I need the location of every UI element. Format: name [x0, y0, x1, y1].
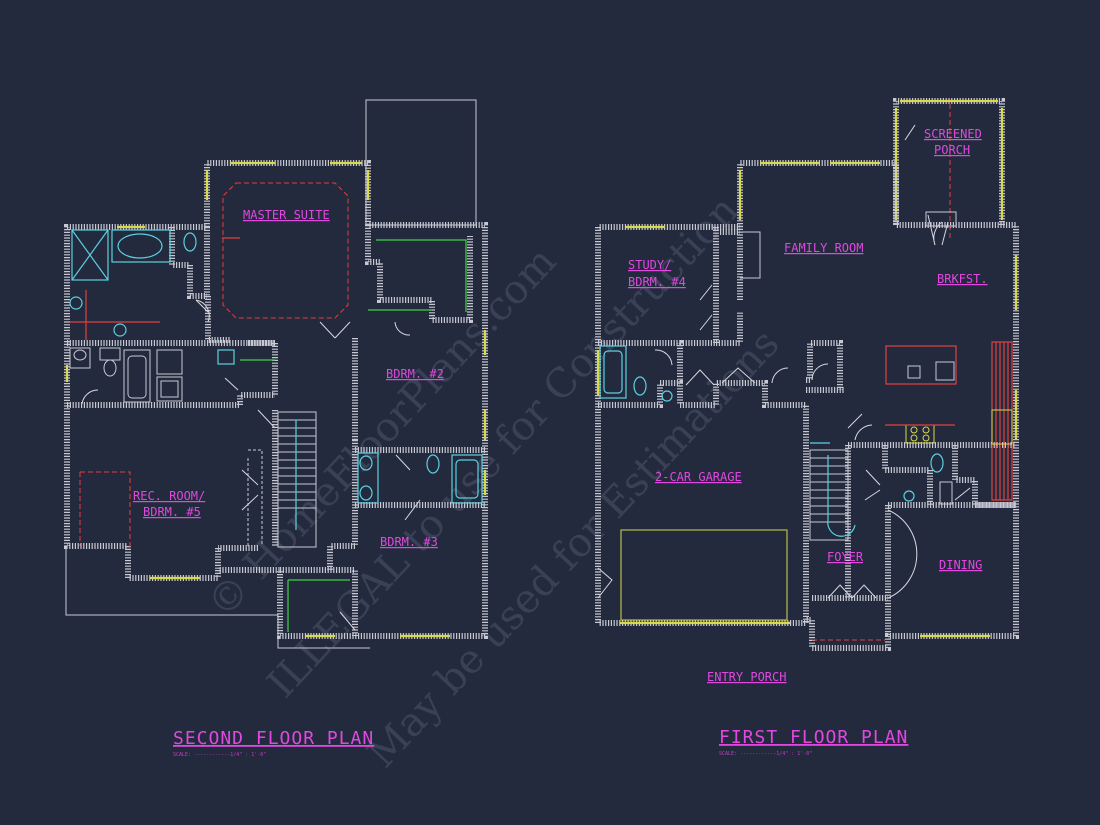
kitchen-counter [991, 341, 1013, 501]
refrigerator [991, 409, 1013, 445]
kitchen-island [885, 345, 957, 385]
second-floor-windows [65, 161, 487, 638]
first-floor-scale: SCALE: ------------1/4" : 1'-0" [719, 751, 812, 757]
second-floor-title: SECOND FLOOR PLAN [173, 728, 374, 749]
open-to-below-box [365, 99, 477, 226]
toilet-bdrm3-bath [426, 454, 440, 474]
toilet-study-bath [633, 376, 647, 396]
tub-bdrm3-bath [451, 454, 483, 504]
tub-hall-bath [123, 349, 151, 403]
second-floor-stairs [247, 411, 317, 548]
room-label-entry-porch: ENTRY PORCH [707, 670, 786, 684]
first-floor-stairs [809, 442, 856, 541]
sink-powder [903, 490, 915, 502]
second-floor-doors [81, 299, 421, 631]
master-suite-tray-ceiling [222, 182, 349, 319]
room-label-rec-room-line2: BDRM. #5 [143, 505, 201, 519]
toilet-powder [930, 453, 944, 473]
roof-outline [65, 548, 370, 649]
toilet-hall-bath [99, 347, 121, 361]
fireplace [740, 231, 761, 279]
room-label-foyer: FOYER [827, 550, 864, 564]
room-label-screened-porch-line1: SCREENED [924, 127, 982, 141]
sink-master-1 [69, 296, 83, 310]
range [905, 424, 935, 444]
first-floor-title: FIRST FLOOR PLAN [719, 727, 908, 748]
washer [156, 349, 183, 375]
sink-master-2 [113, 323, 127, 337]
room-label-study-line2: BDRM. #4 [628, 275, 686, 289]
second-floor-scale: SCALE: ------------1/4" : 1'-0" [173, 752, 266, 758]
room-label-bdrm3: BDRM. #3 [380, 535, 438, 549]
room-label-bdrm2: BDRM. #2 [386, 367, 444, 381]
room-label-dining: DINING [939, 558, 982, 572]
laundry-sink [217, 349, 235, 365]
shower-study-bath [599, 345, 627, 399]
tub-basin [117, 233, 163, 259]
second-floor-interior-walls [67, 225, 485, 636]
sink-bdrm3-bath-2 [359, 485, 373, 501]
tub-fixture [111, 229, 171, 263]
vanity-master [70, 321, 87, 340]
sink-study-bath [661, 390, 673, 402]
toilet-fixture-master [183, 232, 197, 252]
room-label-study-line1: STUDY/ [628, 258, 671, 272]
first-floor-plan: SCREENED PORCH FAMILY ROOM BRKFST. STUDY… [595, 98, 1019, 757]
first-floor-windows [596, 161, 1018, 638]
rec-room-tray-ceiling [79, 471, 131, 548]
garage-door [620, 529, 788, 621]
bdrm2-closet-shelf [368, 239, 467, 312]
room-label-master-suite: MASTER SUITE [243, 208, 330, 222]
screened-porch-wall [893, 98, 1005, 225]
dryer [156, 376, 183, 402]
sink-bdrm3-bath-1 [359, 455, 373, 471]
first-floor-doors [654, 221, 971, 599]
room-label-rec-room-line1: REC. ROOM/ [133, 489, 205, 503]
shower-fixture [71, 229, 109, 281]
sink-hall-bath [69, 347, 91, 369]
second-floor-plan: MASTER SUITE BDRM. #2 BDRM. #3 REC. ROOM… [64, 99, 488, 758]
room-label-screened-porch-line2: PORCH [934, 143, 970, 157]
room-label-brkfst: BRKFST. [937, 272, 988, 286]
room-label-family-room: FAMILY ROOM [784, 241, 863, 255]
room-label-garage: 2-CAR GARAGE [655, 470, 742, 484]
